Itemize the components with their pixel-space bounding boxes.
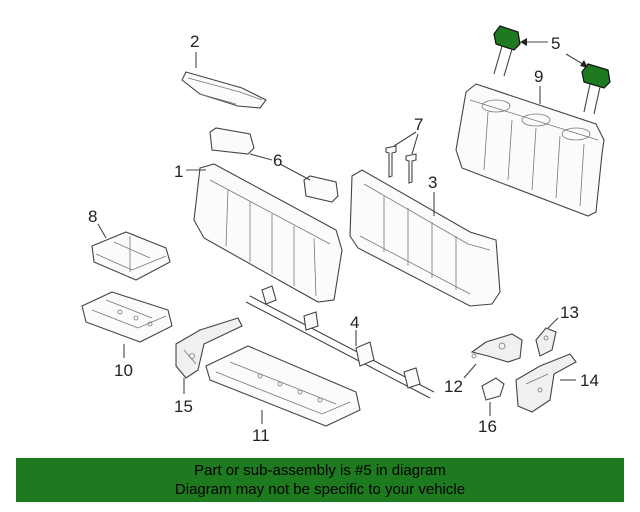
callout-12: 12 xyxy=(444,377,463,396)
parts-diagram: 2 6 1 7 3 xyxy=(81,25,611,445)
part-13-small-bracket[interactable] xyxy=(535,327,557,357)
banner-line-2: Diagram may not be specific to your vehi… xyxy=(174,481,466,498)
callout-7: 7 xyxy=(414,115,423,134)
part-8-seat-cushion[interactable] xyxy=(91,231,171,281)
part-12-hinge-bracket[interactable] xyxy=(470,333,523,363)
info-banner: Part or sub-assembly is #5 in diagram Di… xyxy=(16,458,624,502)
part-6-cushion-pads[interactable] xyxy=(209,127,339,203)
callout-9: 9 xyxy=(534,67,543,86)
callout-10: 10 xyxy=(114,361,133,380)
part-11-lower-frame[interactable] xyxy=(205,345,361,427)
part-15-bracket[interactable] xyxy=(175,317,243,379)
callout-3: 3 xyxy=(428,173,437,192)
banner-line-1: Part or sub-assembly is #5 in diagram xyxy=(194,462,446,479)
part-2-armrest-cover[interactable] xyxy=(181,71,267,109)
part-10-cushion-frame[interactable] xyxy=(81,291,173,343)
part-1-seat-back[interactable] xyxy=(193,163,343,303)
part-9-rear-seat-back[interactable] xyxy=(455,83,605,217)
callout-4: 4 xyxy=(350,313,359,332)
callout-13: 13 xyxy=(560,303,579,322)
callout-6: 6 xyxy=(273,151,282,170)
callout-15: 15 xyxy=(174,397,193,416)
callout-11: 11 xyxy=(252,426,270,445)
callout-2: 2 xyxy=(190,32,199,51)
callout-14: 14 xyxy=(580,371,599,390)
callout-1: 1 xyxy=(174,162,183,181)
part-16-cap[interactable] xyxy=(481,377,505,401)
part-7-bolts[interactable] xyxy=(385,145,417,184)
part-5-headrests[interactable] xyxy=(493,25,611,115)
part-14-side-support[interactable] xyxy=(515,353,577,413)
callout-5: 5 xyxy=(551,34,560,53)
part-3-seat-back-frame[interactable] xyxy=(349,169,501,307)
callout-8: 8 xyxy=(88,207,97,226)
part-4-rod-assembly[interactable] xyxy=(245,285,435,399)
callout-16: 16 xyxy=(478,417,497,436)
